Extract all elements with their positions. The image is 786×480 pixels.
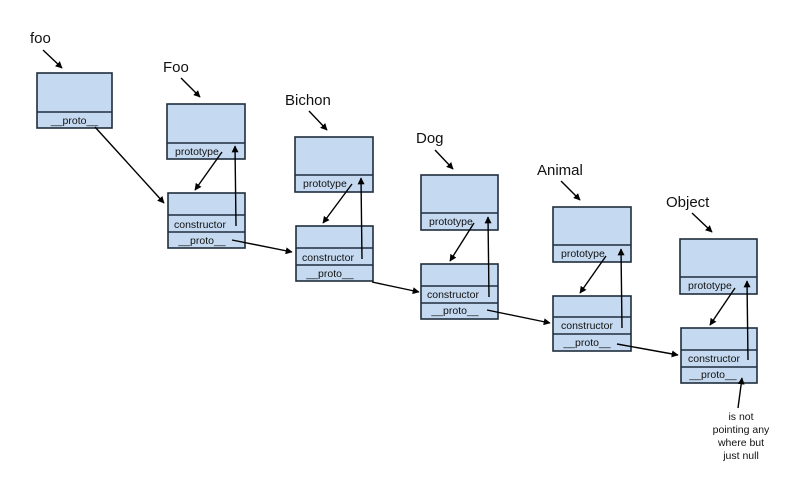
label-pointer-arrow [691, 212, 713, 233]
null-note-line: where but [717, 437, 764, 449]
label-Animal: Animal [537, 162, 583, 179]
constructor-pointer-arrow [231, 145, 239, 227]
constructor-pointer-arrow [617, 248, 625, 329]
null-note-line: is not [728, 411, 753, 423]
null-note: is not pointing any where but just null [713, 411, 770, 462]
Bichon-constructor-cell: constructor [302, 252, 354, 264]
prototype-pointer-arrow [322, 183, 353, 224]
proto-chain-arrow [616, 343, 679, 358]
proto-chain-arrow [231, 239, 293, 255]
Dog-function-box: prototype [420, 174, 499, 231]
Foo-constructor-cell: constructor [174, 219, 226, 231]
null-note-line: pointing any [713, 424, 770, 436]
prototype-pointer-arrow [449, 222, 475, 262]
foo-instance-box: __proto__ [36, 72, 113, 129]
Animal-prototype-cell: prototype [561, 248, 605, 260]
Foo-prototype-object-box: constructor __proto__ [167, 192, 246, 249]
label-pointer-arrow [560, 180, 581, 201]
Dog-proto-cell: __proto__ [430, 305, 478, 317]
label-Object: Object [666, 194, 710, 211]
label-pointer-arrow [434, 149, 454, 170]
Dog-prototype-cell: prototype [429, 216, 473, 228]
foo-proto-cell: __proto__ [50, 115, 98, 127]
prototype-pointer-arrow [194, 151, 223, 191]
label-Dog: Dog [416, 130, 444, 147]
proto-chain-arrow [371, 281, 420, 295]
Bichon-prototype-cell: prototype [303, 178, 347, 190]
proto-chain-arrow [94, 126, 165, 204]
constructor-pointer-arrow [357, 177, 365, 260]
prototype-pointer-arrow [709, 287, 736, 326]
constructor-pointer-arrow [484, 216, 492, 298]
label-pointer-arrow [180, 77, 201, 98]
Object-prototype-cell: prototype [688, 280, 732, 292]
label-pointer-arrow [308, 110, 328, 131]
Animal-proto-cell: __proto__ [562, 337, 610, 349]
Object-proto-cell: __proto__ [688, 369, 736, 381]
Foo-function-box: prototype [166, 103, 246, 160]
label-foo: foo [30, 30, 51, 47]
Foo-prototype-cell: prototype [175, 146, 219, 158]
Dog-constructor-cell: constructor [427, 289, 479, 301]
null-note-line: just null [722, 450, 759, 462]
proto-chain-arrow [486, 309, 551, 326]
label-Foo: Foo [163, 59, 189, 76]
Object-constructor-cell: constructor [688, 353, 740, 365]
Bichon-proto-cell: __proto__ [305, 268, 353, 280]
Object-function-box: prototype [679, 238, 758, 295]
null-note-arrow [737, 377, 745, 409]
prototype-pointer-arrow [579, 255, 607, 294]
Animal-function-box: prototype [552, 206, 632, 263]
Object-prototype-object-box: constructor __proto__ [680, 327, 758, 384]
Dog-prototype-object-box: constructor __proto__ [420, 263, 499, 320]
constructor-pointer-arrow [743, 280, 751, 361]
Foo-proto-cell: __proto__ [177, 235, 225, 247]
Animal-prototype-object-box: constructor __proto__ [552, 295, 632, 352]
Animal-constructor-cell: constructor [561, 320, 613, 332]
label-pointer-arrow [42, 49, 63, 69]
label-Bichon: Bichon [285, 92, 331, 109]
Bichon-prototype-object-box: constructor __proto__ [295, 225, 374, 282]
